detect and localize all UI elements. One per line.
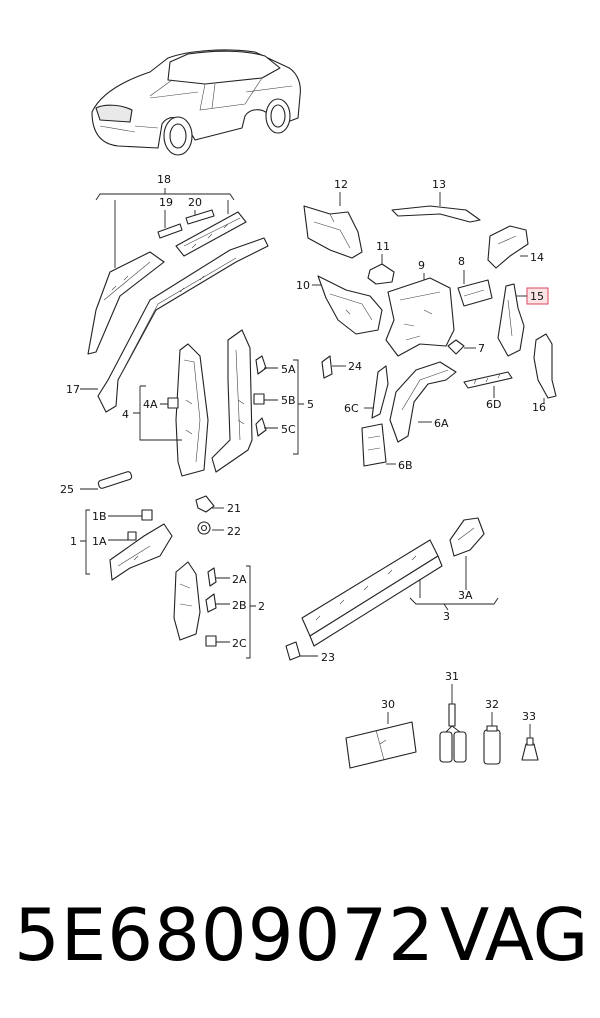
label-1: 1	[70, 535, 77, 548]
label-2B: 2B	[232, 599, 247, 612]
label-1A: 1A	[92, 535, 107, 548]
label-11: 11	[376, 240, 390, 253]
label-12: 12	[334, 178, 348, 191]
label-2A: 2A	[232, 573, 247, 586]
label-23: 23	[321, 651, 335, 664]
label-4: 4	[122, 408, 129, 421]
label-32: 32	[485, 698, 499, 711]
part-number-text: 5E6809072	[14, 893, 435, 977]
label-3A: 3A	[458, 589, 473, 602]
label-30: 30	[381, 698, 395, 711]
parts-diagram: 18 19 20 17 4 4A 5A 5B 5C 5	[60, 49, 557, 769]
label-17: 17	[66, 383, 80, 396]
label-33: 33	[522, 710, 536, 723]
label-6D: 6D	[486, 398, 501, 411]
accessories-group: 30 31 32 33	[345, 670, 539, 769]
label-4A: 4A	[143, 398, 158, 411]
label-5B: 5B	[281, 394, 296, 407]
label-24: 24	[348, 360, 362, 373]
label-22: 22	[227, 525, 241, 538]
label-9: 9	[418, 259, 425, 272]
label-5C: 5C	[281, 423, 296, 436]
label-20: 20	[188, 196, 202, 209]
label-14: 14	[530, 251, 544, 264]
label-16: 16	[532, 401, 546, 414]
label-18: 18	[157, 173, 171, 186]
label-31: 31	[445, 670, 459, 683]
roof-frame-group: 18 19 20 17	[66, 173, 269, 413]
label-6B: 6B	[398, 459, 413, 472]
brand-text: VAG	[440, 893, 589, 977]
label-2: 2	[258, 600, 265, 613]
label-3: 3	[443, 610, 450, 623]
label-6A: 6A	[434, 417, 449, 430]
label-10: 10	[296, 279, 310, 292]
label-1B: 1B	[92, 510, 107, 523]
label-8: 8	[458, 255, 465, 268]
car-illustration	[91, 49, 301, 156]
lower-group: 25 21 22 1B 1A 1 2A 2B 2C 2	[60, 471, 499, 664]
rear-quarter-group: 12 13 11 9 8 14 10 15 7	[296, 178, 557, 472]
label-15: 15	[530, 290, 544, 303]
label-21: 21	[227, 502, 241, 515]
label-5A: 5A	[281, 363, 296, 376]
label-25: 25	[60, 483, 74, 496]
label-13: 13	[432, 178, 446, 191]
label-19: 19	[159, 196, 173, 209]
label-7: 7	[478, 342, 485, 355]
label-2C: 2C	[232, 637, 247, 650]
label-5: 5	[307, 398, 314, 411]
label-6C: 6C	[344, 402, 359, 415]
pillar-group: 4 4A 5A 5B 5C 5 24	[122, 329, 362, 477]
